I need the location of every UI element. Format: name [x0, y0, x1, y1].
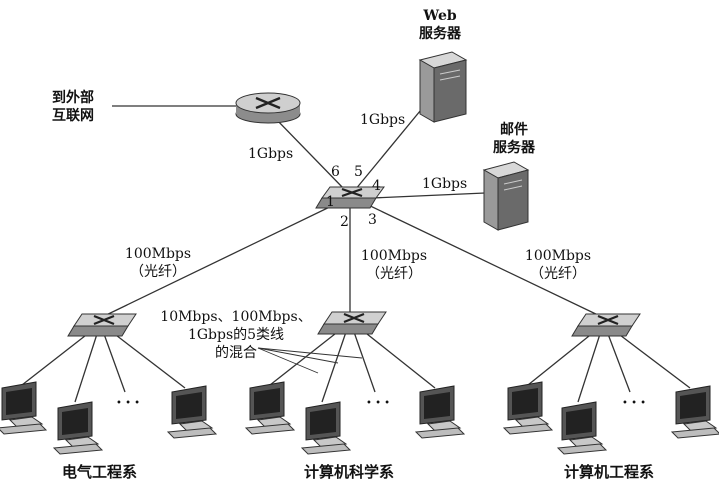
- right-cluster-pcs: [503, 381, 719, 455]
- more-hosts-ellipsis: • • •: [366, 398, 391, 409]
- department-label: 计算机工程系: [564, 463, 655, 481]
- computer-icon: [167, 385, 217, 439]
- router-core-speed: 1Gbps: [248, 146, 294, 162]
- web-link-speed: 1Gbps: [360, 112, 406, 128]
- computer-icon: [415, 385, 465, 439]
- mail-link-speed: 1Gbps: [422, 176, 468, 192]
- web-server-icon: [418, 51, 468, 123]
- computer-icon: [503, 381, 553, 435]
- right-dept-speed: 100Mbps （光纤）: [524, 248, 592, 282]
- more-hosts-ellipsis: • • •: [622, 398, 647, 409]
- core-switch-icon: [315, 186, 385, 209]
- computer-icon: [671, 385, 719, 439]
- port-label: 4: [372, 178, 381, 194]
- computer-icon: [0, 381, 47, 435]
- right-dept-link: [361, 201, 601, 317]
- mail-server-icon: [482, 161, 530, 231]
- computer-icon: [245, 381, 295, 435]
- port-label: 6: [331, 164, 340, 180]
- mail-link: [371, 192, 486, 199]
- computer-icon: [301, 401, 351, 455]
- port-label: 2: [340, 214, 349, 230]
- router-icon: [235, 92, 301, 124]
- mail-server-label: 邮件 服务器: [493, 122, 535, 156]
- router-core-link: [274, 117, 346, 191]
- department-label: 计算机科学系: [304, 463, 395, 481]
- more-hosts-ellipsis: • • •: [116, 398, 141, 409]
- external-internet-label: 到外部 互联网: [52, 90, 94, 124]
- cable-mix-note: 10Mbps、100Mbps、 1Gbps的5类线 的混合: [160, 309, 312, 362]
- computer-icon: [53, 401, 103, 455]
- left-switch-icon: [67, 313, 137, 337]
- middle-switch-icon: [317, 311, 387, 335]
- port-label: 3: [368, 212, 377, 228]
- web-server-label: Web 服务器: [419, 8, 461, 42]
- right-switch-icon: [571, 313, 641, 337]
- left-dept-link: [99, 201, 341, 319]
- port-label: 1: [326, 194, 335, 210]
- department-label: 电气工程系: [62, 463, 138, 481]
- left-cluster-pcs: [0, 381, 217, 455]
- computer-icon: [557, 401, 607, 455]
- port-label: 5: [354, 164, 363, 180]
- web-link: [354, 104, 426, 191]
- left-dept-speed: 100Mbps （光纤）: [124, 246, 192, 280]
- middle-cluster-pcs: [245, 381, 465, 455]
- middle-dept-speed: 100Mbps （光纤）: [360, 248, 428, 282]
